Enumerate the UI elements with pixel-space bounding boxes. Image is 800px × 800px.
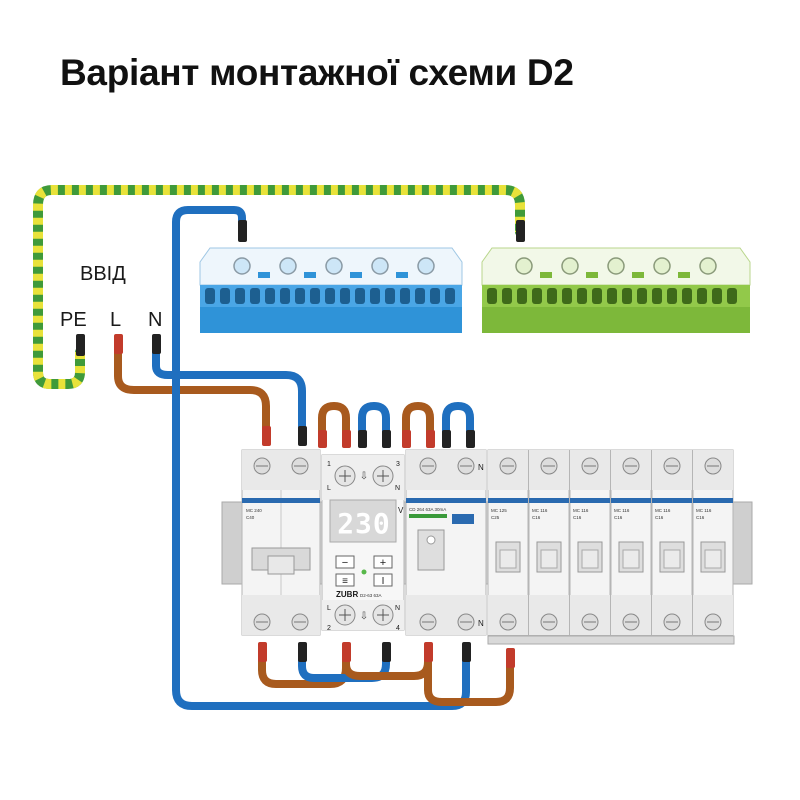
pe-label: PE — [60, 309, 87, 331]
rcd-n-top: N — [478, 463, 484, 472]
arrow-down-icon: ⇩ — [360, 611, 368, 622]
relay-terminal-2: 2 — [327, 625, 331, 632]
bottom-blue-1 — [298, 650, 390, 682]
bottom-brown-3 — [424, 650, 514, 706]
rcd-test-button[interactable] — [452, 514, 474, 524]
menu-button[interactable] — [335, 573, 355, 587]
arrow-down-icon: ⇩ — [360, 471, 368, 482]
minus-button-label: − — [342, 557, 348, 569]
l-label: L — [110, 309, 121, 331]
rcd-model: CD 264 63A 30mA — [409, 507, 446, 512]
input-label: ВВІД — [80, 263, 126, 285]
plus-button-label: + — [380, 557, 386, 569]
jumper-brown-1 — [318, 401, 350, 438]
n-label: N — [148, 309, 162, 331]
relay-top-n: N — [395, 485, 400, 492]
wire-lugs — [76, 220, 525, 668]
breaker-model: MC 116 — [532, 508, 548, 513]
minus-button[interactable] — [335, 555, 355, 569]
breaker-model: MC 116 — [696, 508, 712, 513]
breaker-rating: C25 — [491, 515, 500, 520]
jumper-brown-2 — [402, 401, 434, 438]
relay-terminal-1: 1 — [327, 461, 331, 468]
page-title: Варіант монтажної схеми D2 — [60, 52, 574, 93]
voltage-display: 230 — [337, 507, 391, 540]
breaker-rating: C16 — [655, 515, 664, 520]
voltage-unit: V — [398, 506, 404, 515]
status-led — [361, 569, 367, 575]
comb-busbar — [487, 635, 735, 645]
input-l-wire — [114, 346, 270, 434]
relay-top-l: L — [327, 485, 331, 492]
jumper-blue-2 — [442, 401, 474, 438]
relay-terminal-3: 3 — [396, 461, 400, 468]
jumper-blue-1 — [358, 401, 390, 438]
power-button[interactable] — [373, 573, 393, 587]
neutral-bus-bar — [199, 247, 463, 333]
breaker-rating: C16 — [614, 515, 623, 520]
pe-bus-bar — [481, 247, 751, 333]
relay-model: D2-63 63A — [360, 593, 382, 598]
menu-button-label: ≡ — [342, 576, 348, 587]
relay-brand: ZUBR — [336, 590, 358, 599]
voltage-relay: 1 3 L N ⇩ 230 V − + ≡ I ZUBR D2-63 63A ⇩… — [321, 454, 405, 632]
breaker-rating: C16 — [573, 515, 582, 520]
rcd-n-bottom: N — [478, 619, 484, 628]
breaker-model: MC 116 — [573, 508, 589, 513]
input-n-wire — [152, 348, 306, 434]
main-breaker[interactable]: MC 240 C40 — [241, 449, 321, 636]
main-breaker-rating: C40 — [246, 515, 255, 520]
power-button-label: I — [382, 576, 385, 587]
relay-bottom-n: N — [395, 605, 400, 612]
relay-bottom-l: L — [327, 605, 331, 612]
main-breaker-model: MC 240 — [246, 508, 262, 513]
breaker-model: MC 125 — [491, 508, 507, 513]
breaker-rating: C16 — [696, 515, 705, 520]
relay-terminal-4: 4 — [396, 625, 400, 632]
rcd-device[interactable]: N N CD 264 63A 30mA — [405, 449, 487, 636]
breaker-model: MC 116 — [655, 508, 671, 513]
plus-button[interactable] — [373, 555, 393, 569]
breaker-rating: C16 — [532, 515, 541, 520]
breaker-model: MC 116 — [614, 508, 630, 513]
